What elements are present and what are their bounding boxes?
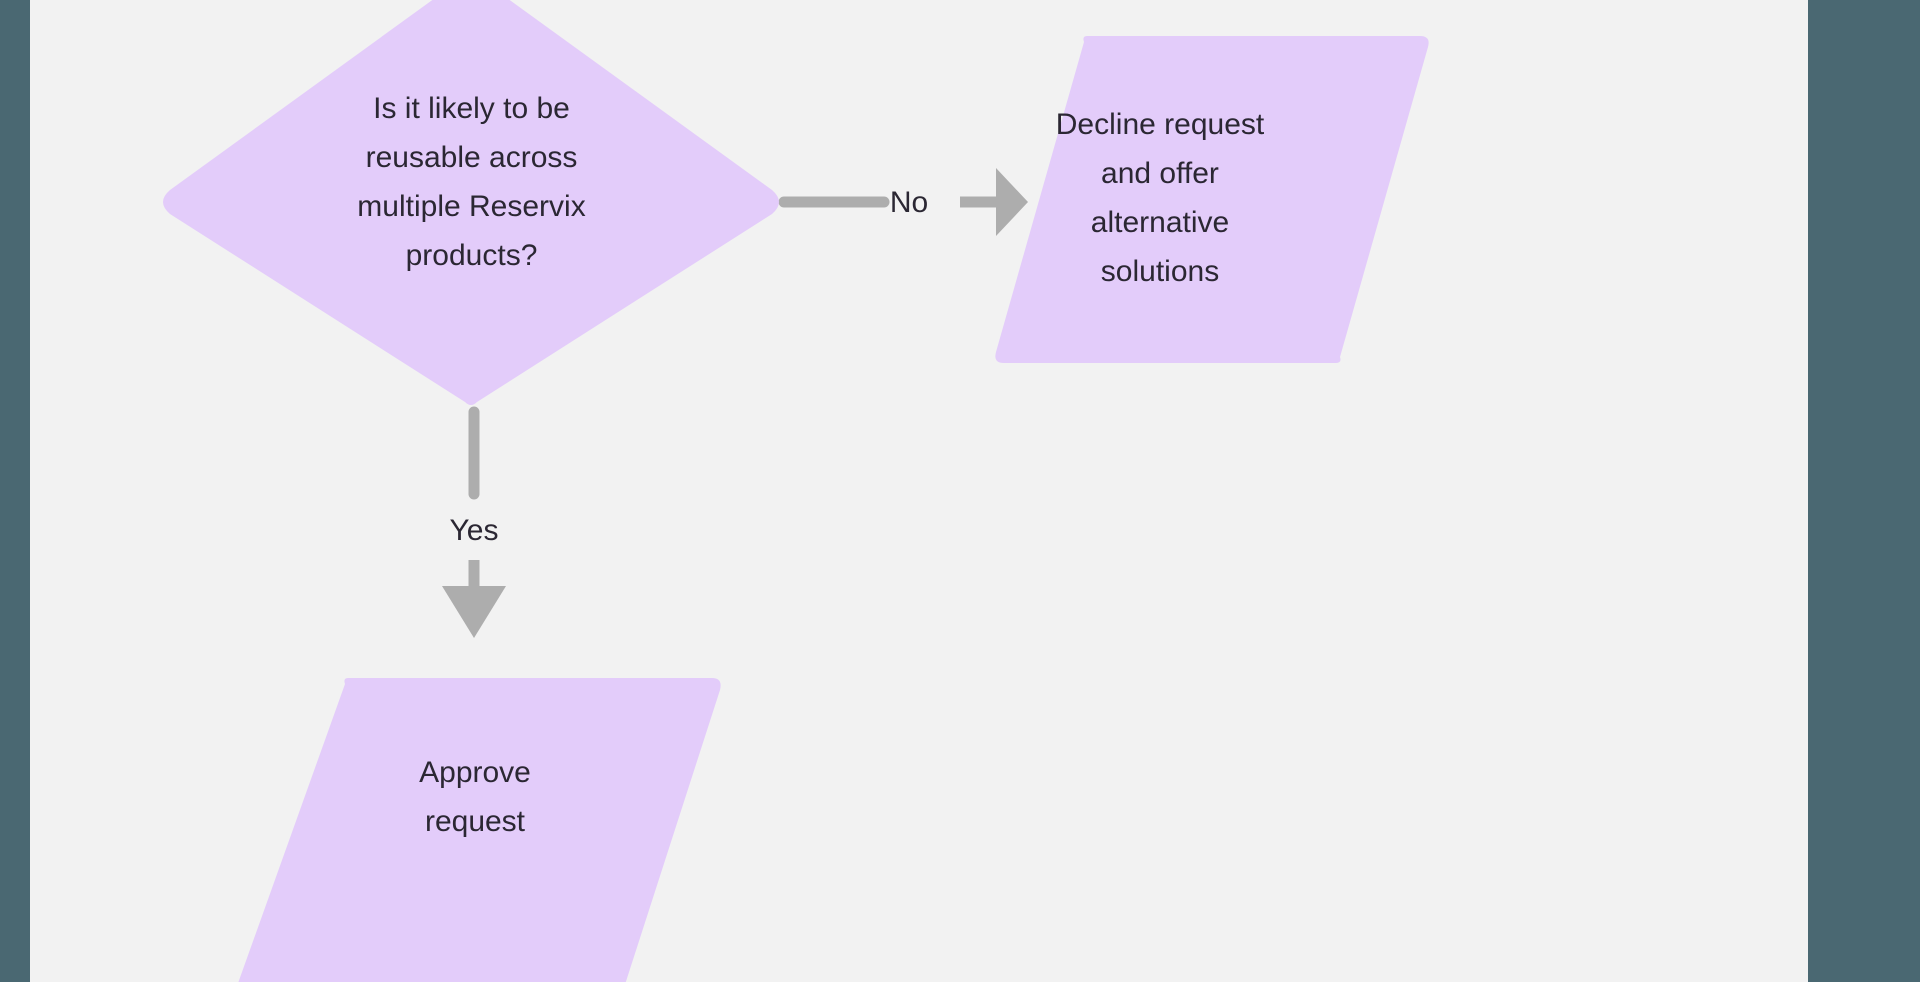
node-decline-request-shape[interactable] [995,36,1429,363]
right-gutter [1808,0,1920,982]
edge-label-yes: Yes [449,514,499,547]
connector-group [442,168,1028,982]
left-gutter [0,0,30,982]
node-decision-reusable-shape[interactable] [163,0,779,405]
node-approve-request-shape[interactable] [232,678,721,982]
edge-label-no: No [889,186,929,219]
connector-yes-arrowhead [442,586,506,638]
connector-no-arrowhead [996,168,1028,236]
